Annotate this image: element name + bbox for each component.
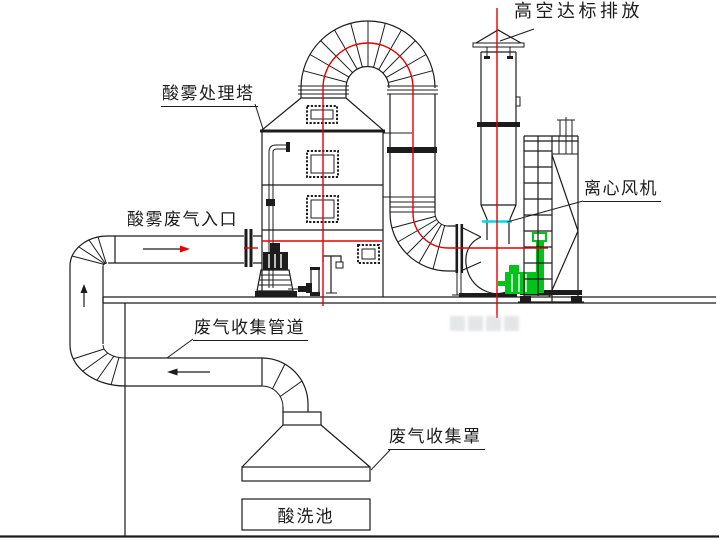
exhaust-stack	[472, 29, 525, 223]
inlet-flow-arrow-head	[180, 245, 190, 253]
collection-hood	[241, 411, 371, 482]
top-return-bend-duct	[300, 20, 456, 272]
belt-guard	[536, 241, 544, 293]
label-leader-lines	[166, 28, 584, 471]
label-acid-tank: 酸洗池	[277, 507, 335, 527]
label-inlet: 酸雾废气入口	[127, 210, 238, 230]
label-collection-pipe: 废气收集管道	[193, 319, 308, 341]
label-stack-outlet: 高空达标排放	[514, 1, 643, 22]
dosing-cylinder	[310, 267, 320, 296]
collection-duct	[125, 357, 309, 412]
tower-window-4	[357, 244, 380, 264]
left-flow-arrow-head	[167, 368, 178, 376]
fan-motor	[498, 232, 547, 294]
support-frame	[518, 117, 584, 303]
rain-cap	[472, 29, 525, 59]
flow-centerlines-red	[244, 8, 548, 318]
tower-window-1	[306, 105, 338, 124]
watermark	[450, 316, 519, 331]
left-vertical-duct	[69, 266, 126, 387]
motor-body	[505, 272, 538, 294]
label-collection-hood: 废气收集罩	[388, 428, 485, 450]
label-centrifugal-fan: 离心风机	[583, 180, 661, 202]
circulation-pump	[255, 243, 344, 297]
acid-tank	[241, 498, 371, 531]
up-flow-arrow-head	[80, 284, 88, 293]
inlet-duct	[69, 229, 262, 267]
level-gauge	[322, 255, 344, 294]
label-treatment-tower: 酸雾处理塔	[161, 85, 258, 107]
